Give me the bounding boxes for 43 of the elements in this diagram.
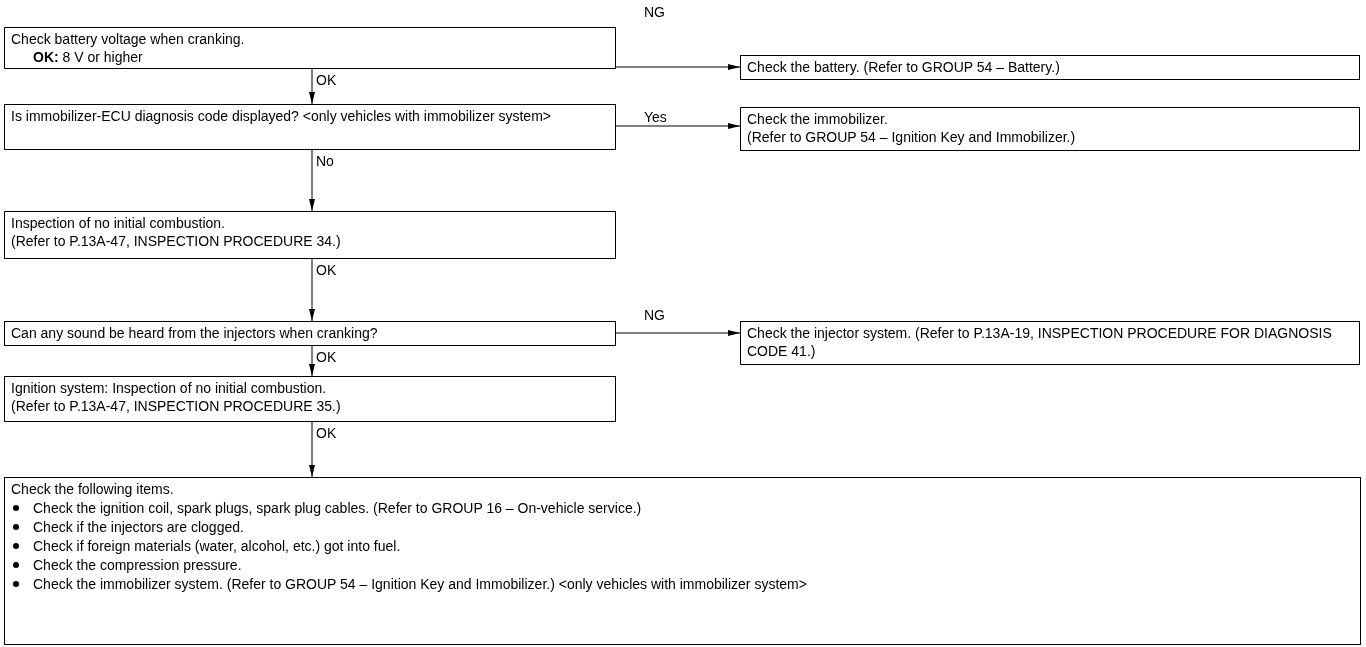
box-text: (Refer to GROUP 54 – Ignition Key and Immobilizer.) — [747, 128, 1077, 146]
process-box — [4, 321, 616, 346]
process-box — [4, 27, 616, 69]
arrow — [309, 68, 315, 105]
edge-label: OK — [316, 348, 337, 366]
box-text: Check battery voltage when cranking. — [11, 30, 246, 48]
arrow — [309, 149, 315, 212]
edge-label: No — [316, 152, 334, 170]
box-text: (Refer to P.13A-47, INSPECTION PROCEDURE 35.) — [11, 397, 342, 415]
process-box — [740, 55, 1360, 80]
list-item: Check the compression pressure. — [33, 556, 242, 575]
edge-label: NG — [644, 3, 665, 21]
arrow — [309, 345, 315, 377]
arrow — [309, 258, 315, 322]
process-box — [4, 376, 616, 422]
list-item: Check the immobilizer system. (Refer to GROUP 54 – Ignition Key and Immobilizer.) <only vehicles with immobilizer system> — [33, 575, 807, 594]
edge-label: OK — [316, 261, 337, 279]
list-item: Check the ignition coil, spark plugs, spark plug cables. (Refer to GROUP 16 – On-vehicle service.) — [33, 499, 642, 518]
box-text: OK: 8 V or higher — [32, 48, 144, 66]
process-box — [740, 321, 1360, 365]
process-box — [4, 477, 1361, 645]
box-text: Check the injector system. (Refer to P.13A-19, INSPECTION PROCEDURE FOR DIAGNOSIS CODE 41.) — [747, 324, 1333, 360]
arrow — [615, 123, 741, 129]
box-text: Is immobilizer-ECU diagnosis code displayed? <only vehicles with immobilizer system> — [11, 107, 552, 125]
box-text: (Refer to P.13A-47, INSPECTION PROCEDURE 34.) — [11, 232, 342, 250]
arrow — [615, 330, 741, 336]
list-item: Check if the injectors are clogged. — [33, 518, 244, 537]
process-box — [4, 104, 616, 150]
arrow — [615, 64, 741, 70]
box-text: Check the immobilizer. — [747, 110, 889, 128]
process-box — [4, 211, 616, 259]
process-box — [740, 107, 1360, 151]
edge-label: Yes — [644, 108, 667, 126]
box-text: Ignition system: Inspection of no initial combustion. — [11, 379, 328, 397]
box-text: Inspection of no initial combustion. — [11, 214, 226, 232]
list-item: Check if foreign materials (water, alcohol, etc.) got into fuel. — [33, 537, 401, 556]
box-text: Check the following items. — [11, 480, 175, 499]
edge-label: OK — [316, 424, 337, 442]
edge-label: OK — [316, 71, 337, 89]
box-text: Can any sound be heard from the injectors when cranking? — [11, 324, 379, 342]
edge-label: NG — [644, 306, 665, 324]
box-text: Check the battery. (Refer to GROUP 54 – Battery.) — [747, 58, 1061, 76]
arrow — [309, 421, 315, 478]
